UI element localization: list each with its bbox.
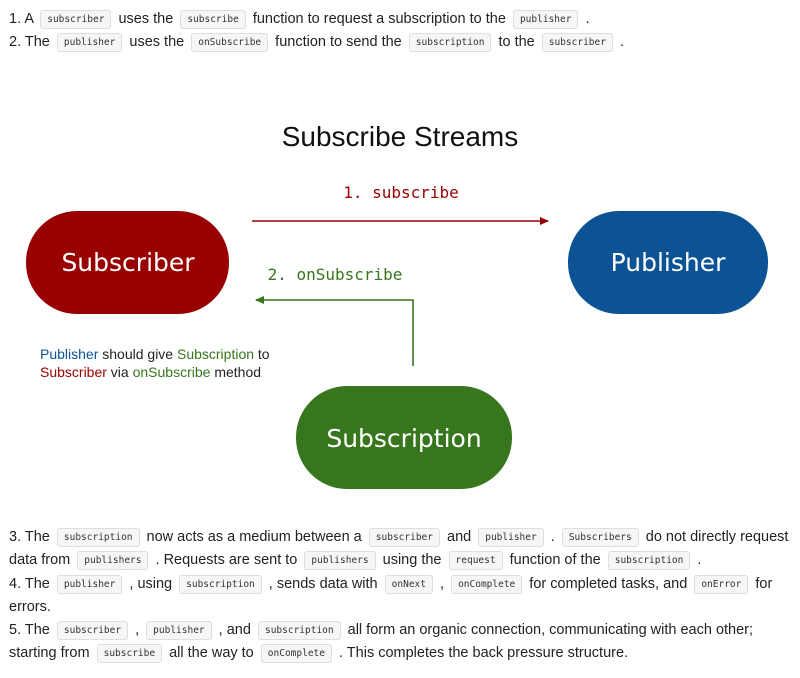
text-run: .: [615, 34, 625, 50]
on-subscribe-edge: 2. onSubscribe: [255, 265, 414, 366]
text-run: function to send the: [271, 34, 406, 50]
diagram-title: Subscribe Streams: [282, 121, 519, 152]
text-run: 3. The: [9, 529, 54, 545]
code-term: publishers: [304, 551, 376, 570]
code-term: subscriber: [541, 33, 613, 52]
text-run: 1. A: [9, 11, 38, 27]
step-4: 4. The publisher , using subscription , …: [9, 573, 794, 619]
text-run: 2. The: [9, 34, 54, 50]
text-run: ,: [435, 576, 449, 592]
text-run: uses the: [114, 11, 178, 27]
note-run: onSubscribe: [132, 364, 211, 380]
text-run: uses the: [125, 34, 189, 50]
subscription-node: Subscription: [296, 386, 512, 489]
text-run: function of the: [505, 552, 605, 568]
text-run: using the: [378, 552, 446, 568]
step-1: 1. A subscriber uses the subscribe funct…: [9, 8, 794, 31]
subscription-label: Subscription: [326, 424, 481, 453]
text-run: 5. The: [9, 622, 54, 638]
code-term: publisher: [146, 621, 212, 640]
note-run: Subscription: [176, 346, 255, 362]
text-run: to the: [494, 34, 539, 50]
code-term: publisher: [56, 33, 123, 52]
text-run: function to request a subscription to th…: [248, 11, 510, 27]
subscribe-streams-diagram: Subscribe Streams Subscriber Publisher S…: [26, 121, 768, 489]
text-run: ,: [131, 622, 144, 638]
code-term: onError: [694, 575, 749, 594]
note-line-1: Publisher should give Subscription to: [40, 345, 270, 363]
note-run: Subscriber: [40, 364, 107, 380]
text-run: and: [442, 529, 476, 545]
on-subscribe-edge-label: 2. onSubscribe: [268, 265, 403, 284]
step-2: 2. The publisher uses the onSubscribe fu…: [9, 31, 794, 54]
code-term: request: [448, 551, 503, 570]
code-term: onNext: [384, 575, 433, 594]
note-run: Publisher: [40, 346, 99, 362]
note-run: via: [106, 364, 133, 380]
code-term: subscription: [257, 621, 341, 640]
note-line-2: Subscriber via onSubscribe method: [40, 363, 270, 381]
diagram-note: Publisher should give Subscription to Su…: [40, 345, 270, 381]
code-term: Subscribers: [561, 528, 639, 547]
text-run: , and: [214, 622, 255, 638]
code-term: onComplete: [451, 575, 523, 594]
code-term: subscribe: [96, 644, 163, 663]
text-run: .: [546, 529, 559, 545]
subscriber-node: Subscriber: [26, 211, 229, 314]
subscriber-label: Subscriber: [61, 248, 195, 277]
step-3: 3. The subscription now acts as a medium…: [9, 526, 794, 572]
subscribe-edge: 1. subscribe: [252, 183, 549, 225]
note-run: to: [254, 346, 270, 362]
code-term: subscriber: [56, 621, 129, 640]
text-run: do not directly request data from: [9, 529, 789, 568]
code-term: subscription: [179, 575, 262, 594]
subscribe-edge-label: 1. subscribe: [343, 183, 459, 202]
step-5: 5. The subscriber , publisher , and subs…: [9, 619, 794, 665]
text-run: .: [581, 11, 590, 27]
text-run: .: [693, 552, 702, 568]
code-term: publisher: [56, 575, 123, 594]
text-run: 4. The: [9, 576, 54, 592]
code-term: subscriber: [40, 10, 112, 29]
code-term: subscriber: [368, 528, 440, 547]
text-run: for errors.: [9, 576, 773, 615]
text-run: . Requests are sent to: [151, 552, 302, 568]
text-run: , using: [125, 576, 177, 592]
code-term: subscription: [56, 528, 140, 547]
code-term: publishers: [77, 551, 149, 570]
publisher-label: Publisher: [611, 248, 726, 277]
code-term: onComplete: [260, 644, 332, 663]
code-term: subscribe: [180, 10, 246, 29]
code-term: onSubscribe: [191, 33, 269, 52]
note-run: method: [210, 364, 262, 380]
text-run: all the way to: [165, 645, 258, 661]
text-run: for completed tasks, and: [525, 576, 692, 592]
text-run: , sends data with: [264, 576, 382, 592]
text-run: all form an organic connection, communic…: [9, 622, 754, 661]
code-term: subscription: [607, 551, 691, 570]
publisher-node: Publisher: [568, 211, 768, 314]
code-term: publisher: [512, 10, 579, 29]
text-run: . This completes the back pressure struc…: [334, 645, 629, 661]
code-term: subscription: [408, 33, 492, 52]
text-run: now acts as a medium between a: [142, 529, 366, 545]
code-term: publisher: [478, 528, 544, 547]
note-run: should give: [98, 346, 177, 362]
